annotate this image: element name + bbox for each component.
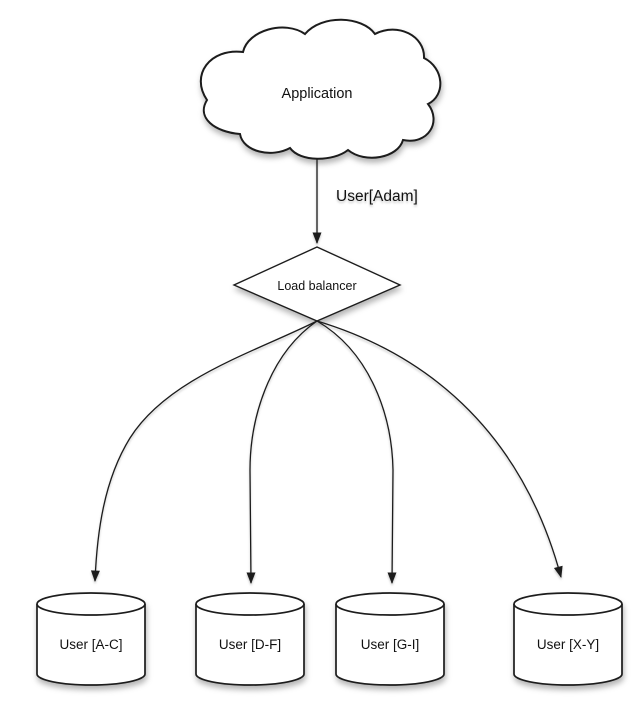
shard-df-label: User [D-F]	[219, 637, 281, 652]
node-shard-gi: User [G-I]	[335, 592, 445, 686]
application-label: Application	[282, 86, 353, 102]
edges-lb-to-shards	[90, 320, 563, 584]
edge-lb-to-shard-ac	[90, 320, 318, 582]
edge-app-to-lb-label: User[Adam]	[336, 188, 418, 205]
shard-gi-label: User [G-I]	[361, 637, 420, 652]
node-load-balancer: Load balancer	[232, 246, 402, 322]
edge-lb-to-shard-gi	[316, 320, 397, 584]
node-shard-ac: User [A-C]	[36, 592, 146, 686]
edge-lb-to-shard-df	[246, 320, 318, 584]
shard-xy-label: User [X-Y]	[537, 637, 599, 652]
load-balancer-label: Load balancer	[277, 279, 356, 293]
node-shard-df: User [D-F]	[195, 592, 305, 686]
shard-ac-label: User [A-C]	[59, 637, 122, 652]
edge-app-to-lb: User[Adam]	[312, 159, 418, 244]
node-shard-xy: User [X-Y]	[513, 592, 623, 686]
cloud-shape	[200, 18, 442, 160]
node-application: Application	[200, 18, 442, 160]
edge-lb-to-shard-xy	[316, 320, 563, 578]
